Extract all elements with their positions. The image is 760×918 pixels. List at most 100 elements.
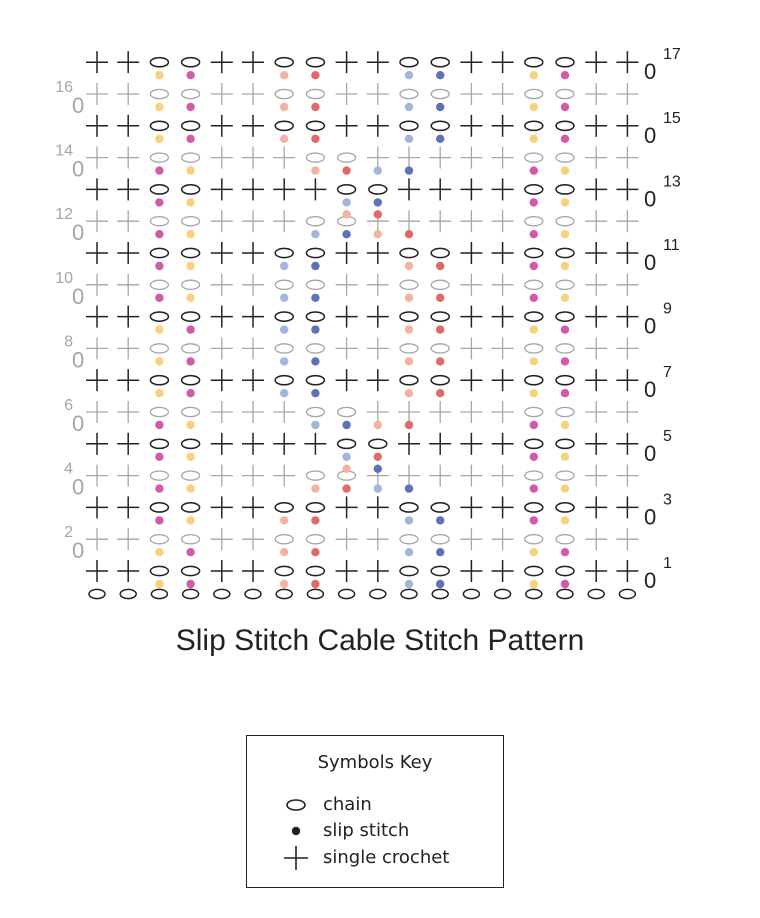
slip-stitch-dot — [373, 166, 382, 175]
slip-stitch-dot — [404, 516, 414, 525]
chain-stitch — [149, 88, 170, 100]
chain-stitch — [149, 120, 170, 132]
chain-stitch — [524, 565, 544, 577]
chain-stitch — [524, 184, 544, 195]
slip-stitch-dot — [436, 389, 445, 398]
slip-stitch-dot — [311, 134, 320, 143]
slip-stitch-dot — [186, 579, 195, 589]
chain-stitch — [149, 438, 170, 450]
slip-stitch-dot — [529, 166, 538, 175]
chain-stitch — [555, 120, 575, 132]
key-label-chain: chain — [323, 794, 372, 815]
slip-stitch-dot — [373, 210, 382, 219]
chain-stitch — [524, 247, 544, 259]
row-number: 2 — [64, 524, 73, 541]
chain-stitch — [430, 502, 450, 513]
row-number: 5 — [663, 428, 672, 445]
foundation-chain-stitch — [400, 588, 418, 600]
slip-stitch-dot — [311, 389, 320, 398]
chain-stitch — [180, 374, 201, 386]
slip-stitch-dot — [311, 71, 320, 80]
turning-chain: 0 — [644, 314, 656, 339]
turning-chain: 0 — [644, 377, 656, 402]
slip-stitch-dot — [529, 516, 538, 525]
chain-stitch — [430, 247, 450, 259]
slip-stitch-dot — [373, 452, 382, 461]
chain-stitch — [180, 502, 201, 513]
slip-stitch-dot — [529, 198, 538, 207]
slip-stitch-dot — [186, 293, 195, 302]
slip-stitch-dot — [186, 230, 195, 239]
foundation-chain-stitch — [337, 588, 356, 600]
slip-stitch-dot — [560, 548, 570, 557]
slip-stitch-dot — [529, 134, 538, 143]
foundation-chain-stitch — [369, 588, 387, 600]
slip-stitch-dot — [529, 71, 538, 80]
slip-stitch-dot — [280, 516, 289, 525]
chain-stitch — [180, 120, 201, 132]
slip-stitch-dot — [311, 102, 320, 112]
slip-stitch-dot — [404, 102, 414, 112]
chain-stitch — [305, 56, 326, 68]
slip-stitch-dot — [404, 548, 414, 557]
chain-stitch — [305, 470, 326, 481]
chain-stitch — [336, 438, 357, 450]
key-label-slip-stitch: slip stitch — [323, 820, 410, 841]
slip-stitch-dot — [436, 293, 445, 302]
chain-stitch — [274, 56, 294, 68]
slip-stitch-dot — [529, 230, 538, 239]
slip-stitch-dot — [155, 134, 164, 143]
chain-stitch — [305, 279, 326, 291]
slip-stitch-dot — [436, 102, 445, 112]
slip-stitch-dot — [529, 325, 538, 334]
chain-stitch — [399, 247, 419, 259]
chain-stitch — [180, 215, 201, 227]
chain-stitch — [305, 88, 326, 100]
turning-chain: 0 — [72, 347, 84, 372]
slip-stitch-dot — [529, 484, 538, 493]
foundation-chain-stitch — [587, 588, 605, 600]
chain-stitch — [430, 120, 450, 132]
slip-stitch-dot — [529, 579, 538, 589]
chain-stitch — [399, 374, 419, 386]
foundation-chain-stitch — [462, 588, 481, 600]
slip-stitch-dot — [560, 516, 570, 525]
turning-chain: 0 — [644, 504, 656, 529]
chain-stitch — [430, 533, 450, 545]
chain-stitch — [555, 502, 575, 513]
chain-stitch — [524, 120, 544, 132]
slip-stitch-dot — [342, 420, 351, 430]
slip-stitch-dot — [280, 134, 289, 143]
foundation-chain-stitch — [525, 588, 543, 600]
slip-stitch-dot — [311, 357, 320, 366]
chain-stitch — [180, 406, 201, 418]
chain-stitch — [305, 502, 326, 513]
chain-stitch — [274, 374, 294, 386]
chain-stitch — [180, 88, 201, 100]
key-item-slip-stitch: slip stitch — [283, 819, 493, 843]
slip-stitch-dot — [529, 389, 538, 398]
slip-stitch-dot — [404, 357, 414, 366]
chain-stitch — [555, 215, 575, 227]
turning-chain: 0 — [644, 186, 656, 211]
chain-stitch — [180, 438, 201, 450]
chain-stitch — [274, 120, 294, 132]
chain-stitch — [149, 343, 170, 354]
slip-stitch-icon — [291, 826, 301, 836]
turning-chain: 0 — [72, 538, 84, 563]
row-number: 7 — [663, 364, 672, 381]
turning-chain: 0 — [72, 475, 84, 500]
chain-stitch — [368, 184, 388, 195]
chain-stitch — [305, 152, 326, 163]
slip-stitch-dot — [311, 484, 320, 493]
slip-stitch-dot — [311, 420, 320, 430]
chain-stitch — [274, 565, 294, 577]
foundation-chain-stitch — [306, 588, 325, 600]
chain-stitch — [274, 279, 294, 291]
chain-stitch — [399, 120, 419, 132]
slip-stitch-dot — [560, 484, 570, 493]
chain-stitch — [555, 279, 575, 291]
slip-stitch-dot — [311, 325, 320, 334]
row-number: 14 — [55, 143, 73, 160]
single-crochet-icon — [284, 846, 308, 870]
